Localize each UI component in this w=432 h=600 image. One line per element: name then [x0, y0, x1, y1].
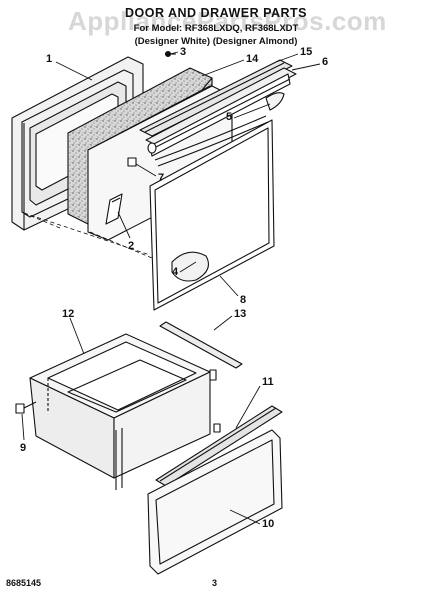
- callout-7: 7: [158, 172, 165, 184]
- page-number: 3: [212, 578, 218, 588]
- callout-14: 14: [246, 53, 259, 65]
- callout-4: 4: [172, 266, 179, 278]
- diagram-code: 8685145: [6, 578, 42, 588]
- callout-1: 1: [46, 53, 53, 65]
- model-line: For Model: RF368LXDQ, RF368LXDT: [133, 23, 299, 34]
- glass-retainer-clip: [171, 251, 209, 282]
- callout-9: 9: [20, 442, 27, 454]
- callout-13: 13: [234, 308, 247, 320]
- drawer-side-clip: [15, 401, 37, 414]
- drawer-trim-strip: [155, 405, 283, 487]
- diagram-title: DOOR AND DRAWER PARTS: [124, 6, 308, 20]
- drawer-rail: [159, 321, 243, 369]
- screw: [164, 50, 176, 58]
- callout-3: 3: [180, 46, 187, 58]
- callout-5: 5: [226, 111, 233, 123]
- door-clip: [127, 157, 137, 167]
- callout-10: 10: [262, 518, 275, 530]
- callout-8: 8: [240, 294, 247, 306]
- variant-line: (Designer White) (Designer Almond): [134, 36, 298, 47]
- handle-end-cap: [265, 92, 285, 111]
- door-handle: [145, 67, 297, 157]
- drawer-front-panel: [147, 429, 283, 575]
- drawer-box: [29, 333, 217, 490]
- callout-11: 11: [262, 376, 274, 388]
- watermark: AppliancePartsPros.com: [68, 6, 387, 36]
- callout-2: 2: [128, 240, 135, 252]
- door-top-trim: [139, 59, 293, 137]
- callout-6: 6: [322, 56, 329, 68]
- callout-15: 15: [300, 46, 313, 58]
- callout-12: 12: [62, 308, 75, 320]
